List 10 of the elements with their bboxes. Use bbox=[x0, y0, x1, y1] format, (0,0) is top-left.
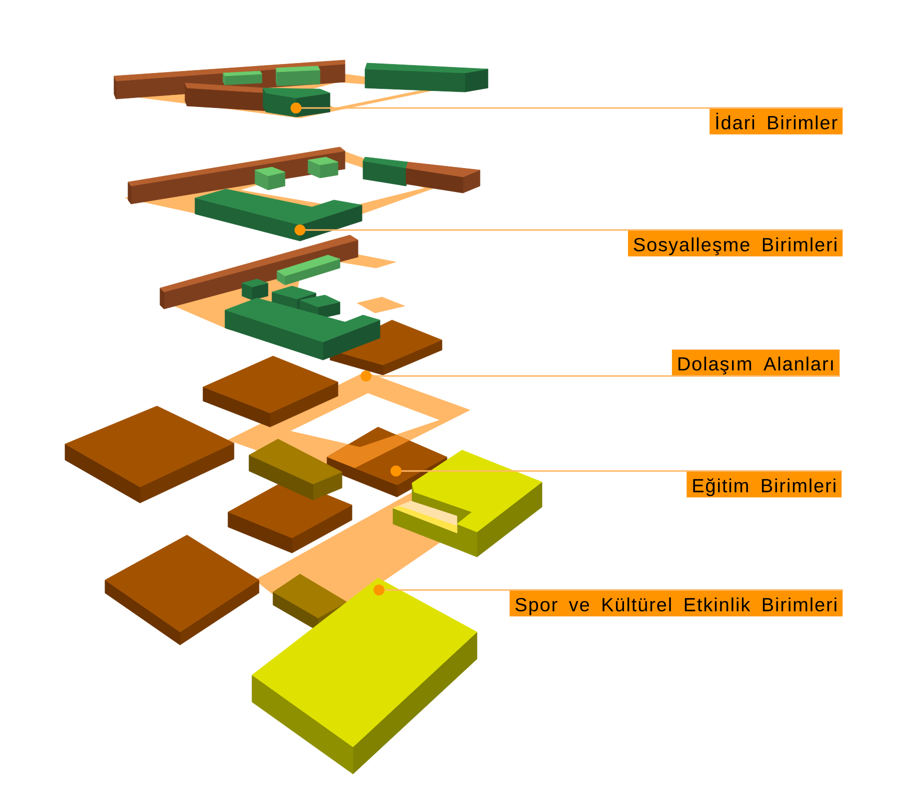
callout-label: Spor ve Kültürel Etkinlik Birimleri bbox=[510, 590, 843, 616]
callout-label: Dolaşım Alanları bbox=[672, 350, 840, 376]
callout-label: Sosyalleşme Birimleri bbox=[628, 230, 843, 256]
leader-line bbox=[390, 466, 842, 476]
leader-line bbox=[294, 224, 843, 236]
leader-line bbox=[360, 370, 840, 382]
leader-line bbox=[290, 102, 843, 114]
leader-line bbox=[374, 584, 843, 596]
callout-label: İdari Birimler bbox=[710, 108, 843, 134]
callout-label: Eğitim Birimleri bbox=[686, 471, 842, 498]
